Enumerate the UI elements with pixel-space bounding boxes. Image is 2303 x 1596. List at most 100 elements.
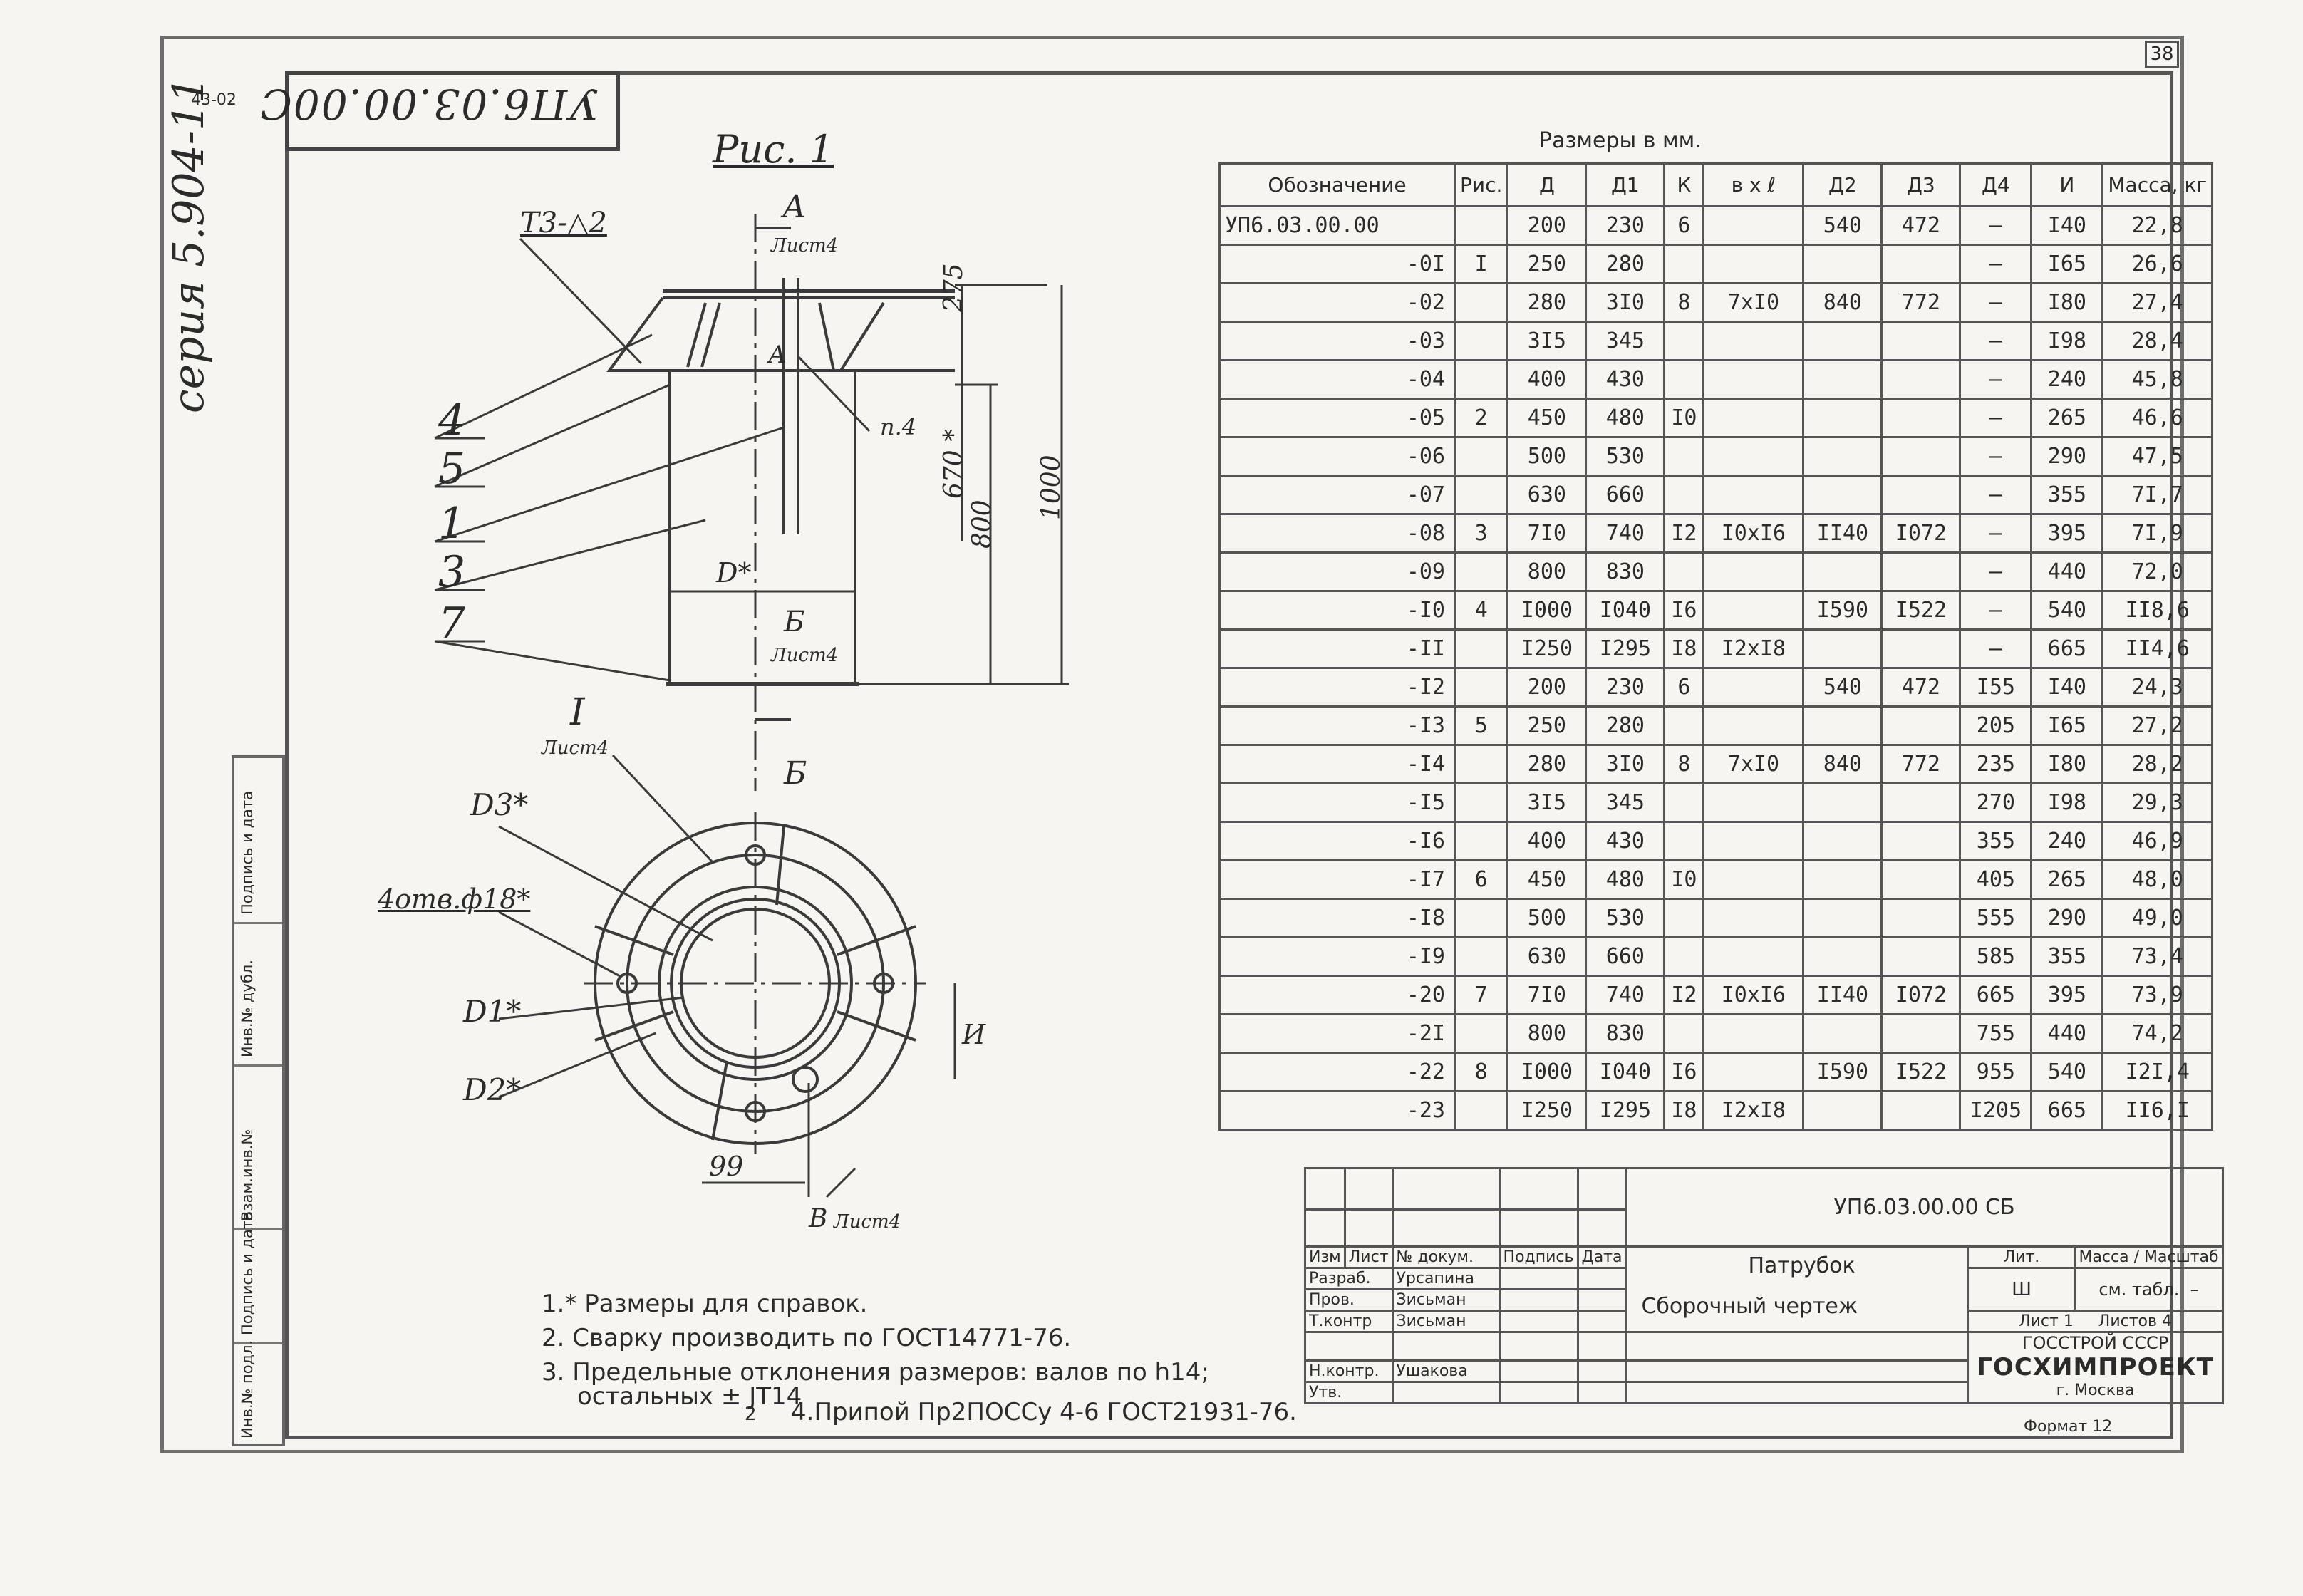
table-cell: – [1959,628,2033,669]
table-cell: 755 [1959,1013,2033,1054]
table-cell [1880,821,1962,861]
col-bxl: в х ℓ [1702,162,1805,207]
table-cell: 830 [1585,551,1666,592]
table-cell [1702,705,1805,746]
table-cell: I2хI8 [1702,628,1805,669]
document-code-box [285,71,620,151]
table-cell: 72,0 [2101,551,2214,592]
view-a-sheet: Лист4 [771,235,839,256]
table-cell: -07 [1218,475,1456,515]
table-cell: 7I,7 [2101,475,2214,515]
table-cell: -I4 [1218,744,1456,784]
table-cell: 280 [1585,244,1666,284]
title-name-cell: Патрубок Сборочный чертеж [1625,1245,1970,1333]
table-cell: 355 [2030,475,2104,515]
table-cell: 24,3 [2101,667,2214,708]
table-cell: 440 [2030,1013,2104,1054]
table-cell: 230 [1585,667,1666,708]
table-cell [1802,705,1883,746]
leader-detail-i [611,754,714,864]
table-cell: 345 [1585,782,1666,823]
table-cell: -06 [1218,436,1456,477]
table-cell: 3I0 [1585,744,1666,784]
table-cell: 472 [1880,667,1962,708]
side-cell-2: Инв.№ дубл. [234,922,282,1067]
table-cell: 665 [2030,1090,2104,1131]
table-cell: 480 [1585,859,1666,900]
table-cell: – [1959,436,2033,477]
table-cell: 205 [1959,705,2033,746]
rib-2 [700,302,721,368]
table-cell: 630 [1506,936,1588,977]
table-cell: 660 [1585,475,1666,515]
table-cell [1702,1013,1805,1054]
table-cell: 480 [1585,398,1666,438]
side-cell-3: Взам.инв.№ [234,1064,282,1230]
table-cell: -I6 [1218,821,1456,861]
table-cell: -22 [1218,1052,1456,1092]
leader-holes [498,911,621,978]
table-cell: -23 [1218,1090,1456,1131]
table-cell: 8 [1453,1052,1509,1092]
table-cell: 3I5 [1506,321,1588,361]
table-cell: 395 [2030,513,2104,554]
table-cell: 200 [1506,667,1588,708]
plan-rib-5 [837,1010,916,1042]
table-cell: 660 [1585,936,1666,977]
label-d1: D1* [463,994,522,1029]
table-cell: – [1959,205,2033,246]
table-cell: -03 [1218,321,1456,361]
table-cell: I0 [1663,859,1705,900]
gusset-left [606,296,670,372]
row-tkontr: Т.контр [1304,1310,1394,1333]
table-cell [1453,282,1509,323]
table-cell: 6 [1453,859,1509,900]
table-cell [1802,782,1883,823]
table-cell [1663,821,1705,861]
table-cell: – [1959,475,2033,515]
dimensions-table: Обозначение Рис. Д Д1 К в х ℓ Д2 Д3 Д4 И… [1218,162,2214,1131]
table-cell: 29,3 [2101,782,2214,823]
table-cell [1453,1090,1509,1131]
table-cell: 74,2 [2101,1013,2214,1054]
table-cell: 500 [1506,436,1588,477]
table-cell: I65 [2030,244,2104,284]
table-cell: 4 [1453,590,1509,631]
sheet-number: 38 [2145,41,2179,68]
table-cell: 540 [2030,590,2104,631]
plan-rib-1 [594,925,674,956]
table-cell [1702,398,1805,438]
table-cell: 955 [1959,1052,2033,1092]
label-d3: D3* [470,787,529,822]
table-cell [1453,744,1509,784]
table-cell: 7I0 [1506,513,1588,554]
table-cell: I8 [1663,1090,1705,1131]
dim-1000: 1000 [1037,455,1066,520]
table-cell: II4,6 [2101,628,2214,669]
label-holes: 4отв.ф18* [378,884,531,915]
lit-value: Ш [1967,1267,2076,1312]
table-cell: 46,6 [2101,398,2214,438]
table-cell: -I5 [1218,782,1456,823]
table-cell [1802,359,1883,400]
table-cell: I55 [1959,667,2033,708]
table-cell: 400 [1506,821,1588,861]
table-cell [1702,436,1805,477]
table-cell [1453,628,1509,669]
table-cell: I250 [1506,628,1588,669]
leader-3 [434,519,706,591]
table-cell: I072 [1880,975,1962,1015]
table-cell: 27,2 [2101,705,2214,746]
table-cell: 26,6 [2101,244,2214,284]
table-cell: 22,8 [2101,205,2214,246]
table-cell: – [1959,398,2033,438]
table-cell: 48,0 [2101,859,2214,900]
table-cell: I590 [1802,1052,1883,1092]
